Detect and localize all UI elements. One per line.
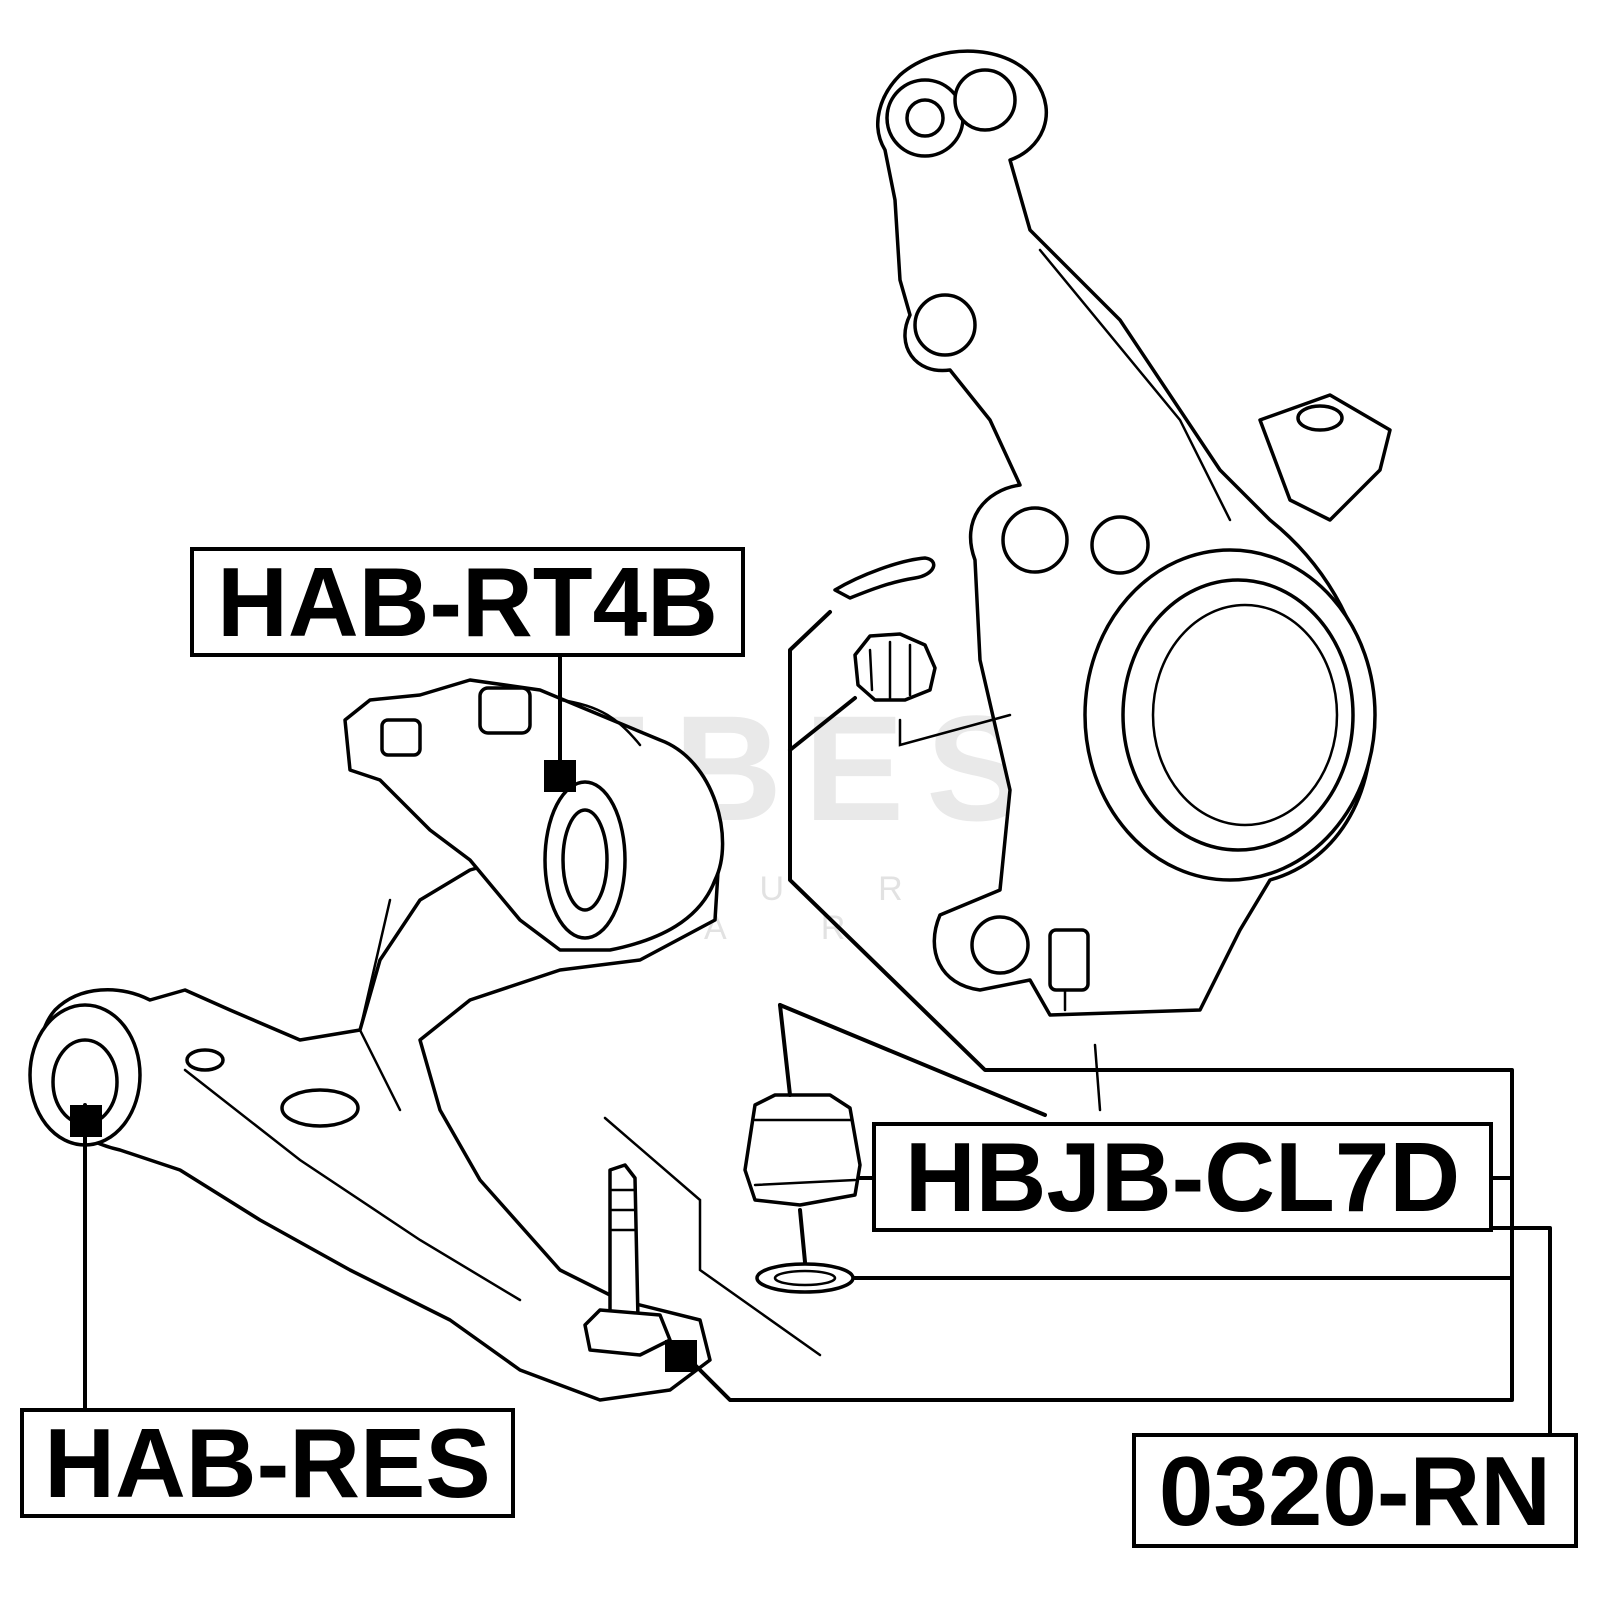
rear-bushing-housing bbox=[343, 678, 725, 952]
ball-joint-stud bbox=[583, 1163, 672, 1357]
snap-ring bbox=[755, 1262, 855, 1294]
steering-knuckle bbox=[876, 49, 1392, 1017]
lower-control-arm bbox=[28, 798, 722, 1402]
leader-lines bbox=[83, 610, 1552, 1435]
part-number-0320-rn: 0320-RN bbox=[1132, 1433, 1578, 1548]
callout-markers bbox=[70, 760, 697, 1372]
part-number-hab-res: HAB-RES bbox=[20, 1408, 515, 1518]
part-number-hbjb-cl7d: HBJB-CL7D bbox=[872, 1122, 1493, 1232]
cotter-pin bbox=[833, 556, 936, 600]
ball-joint-boot bbox=[743, 1093, 862, 1207]
castle-nut bbox=[853, 632, 937, 702]
part-number-hab-rt4b: HAB-RT4B bbox=[190, 547, 745, 657]
